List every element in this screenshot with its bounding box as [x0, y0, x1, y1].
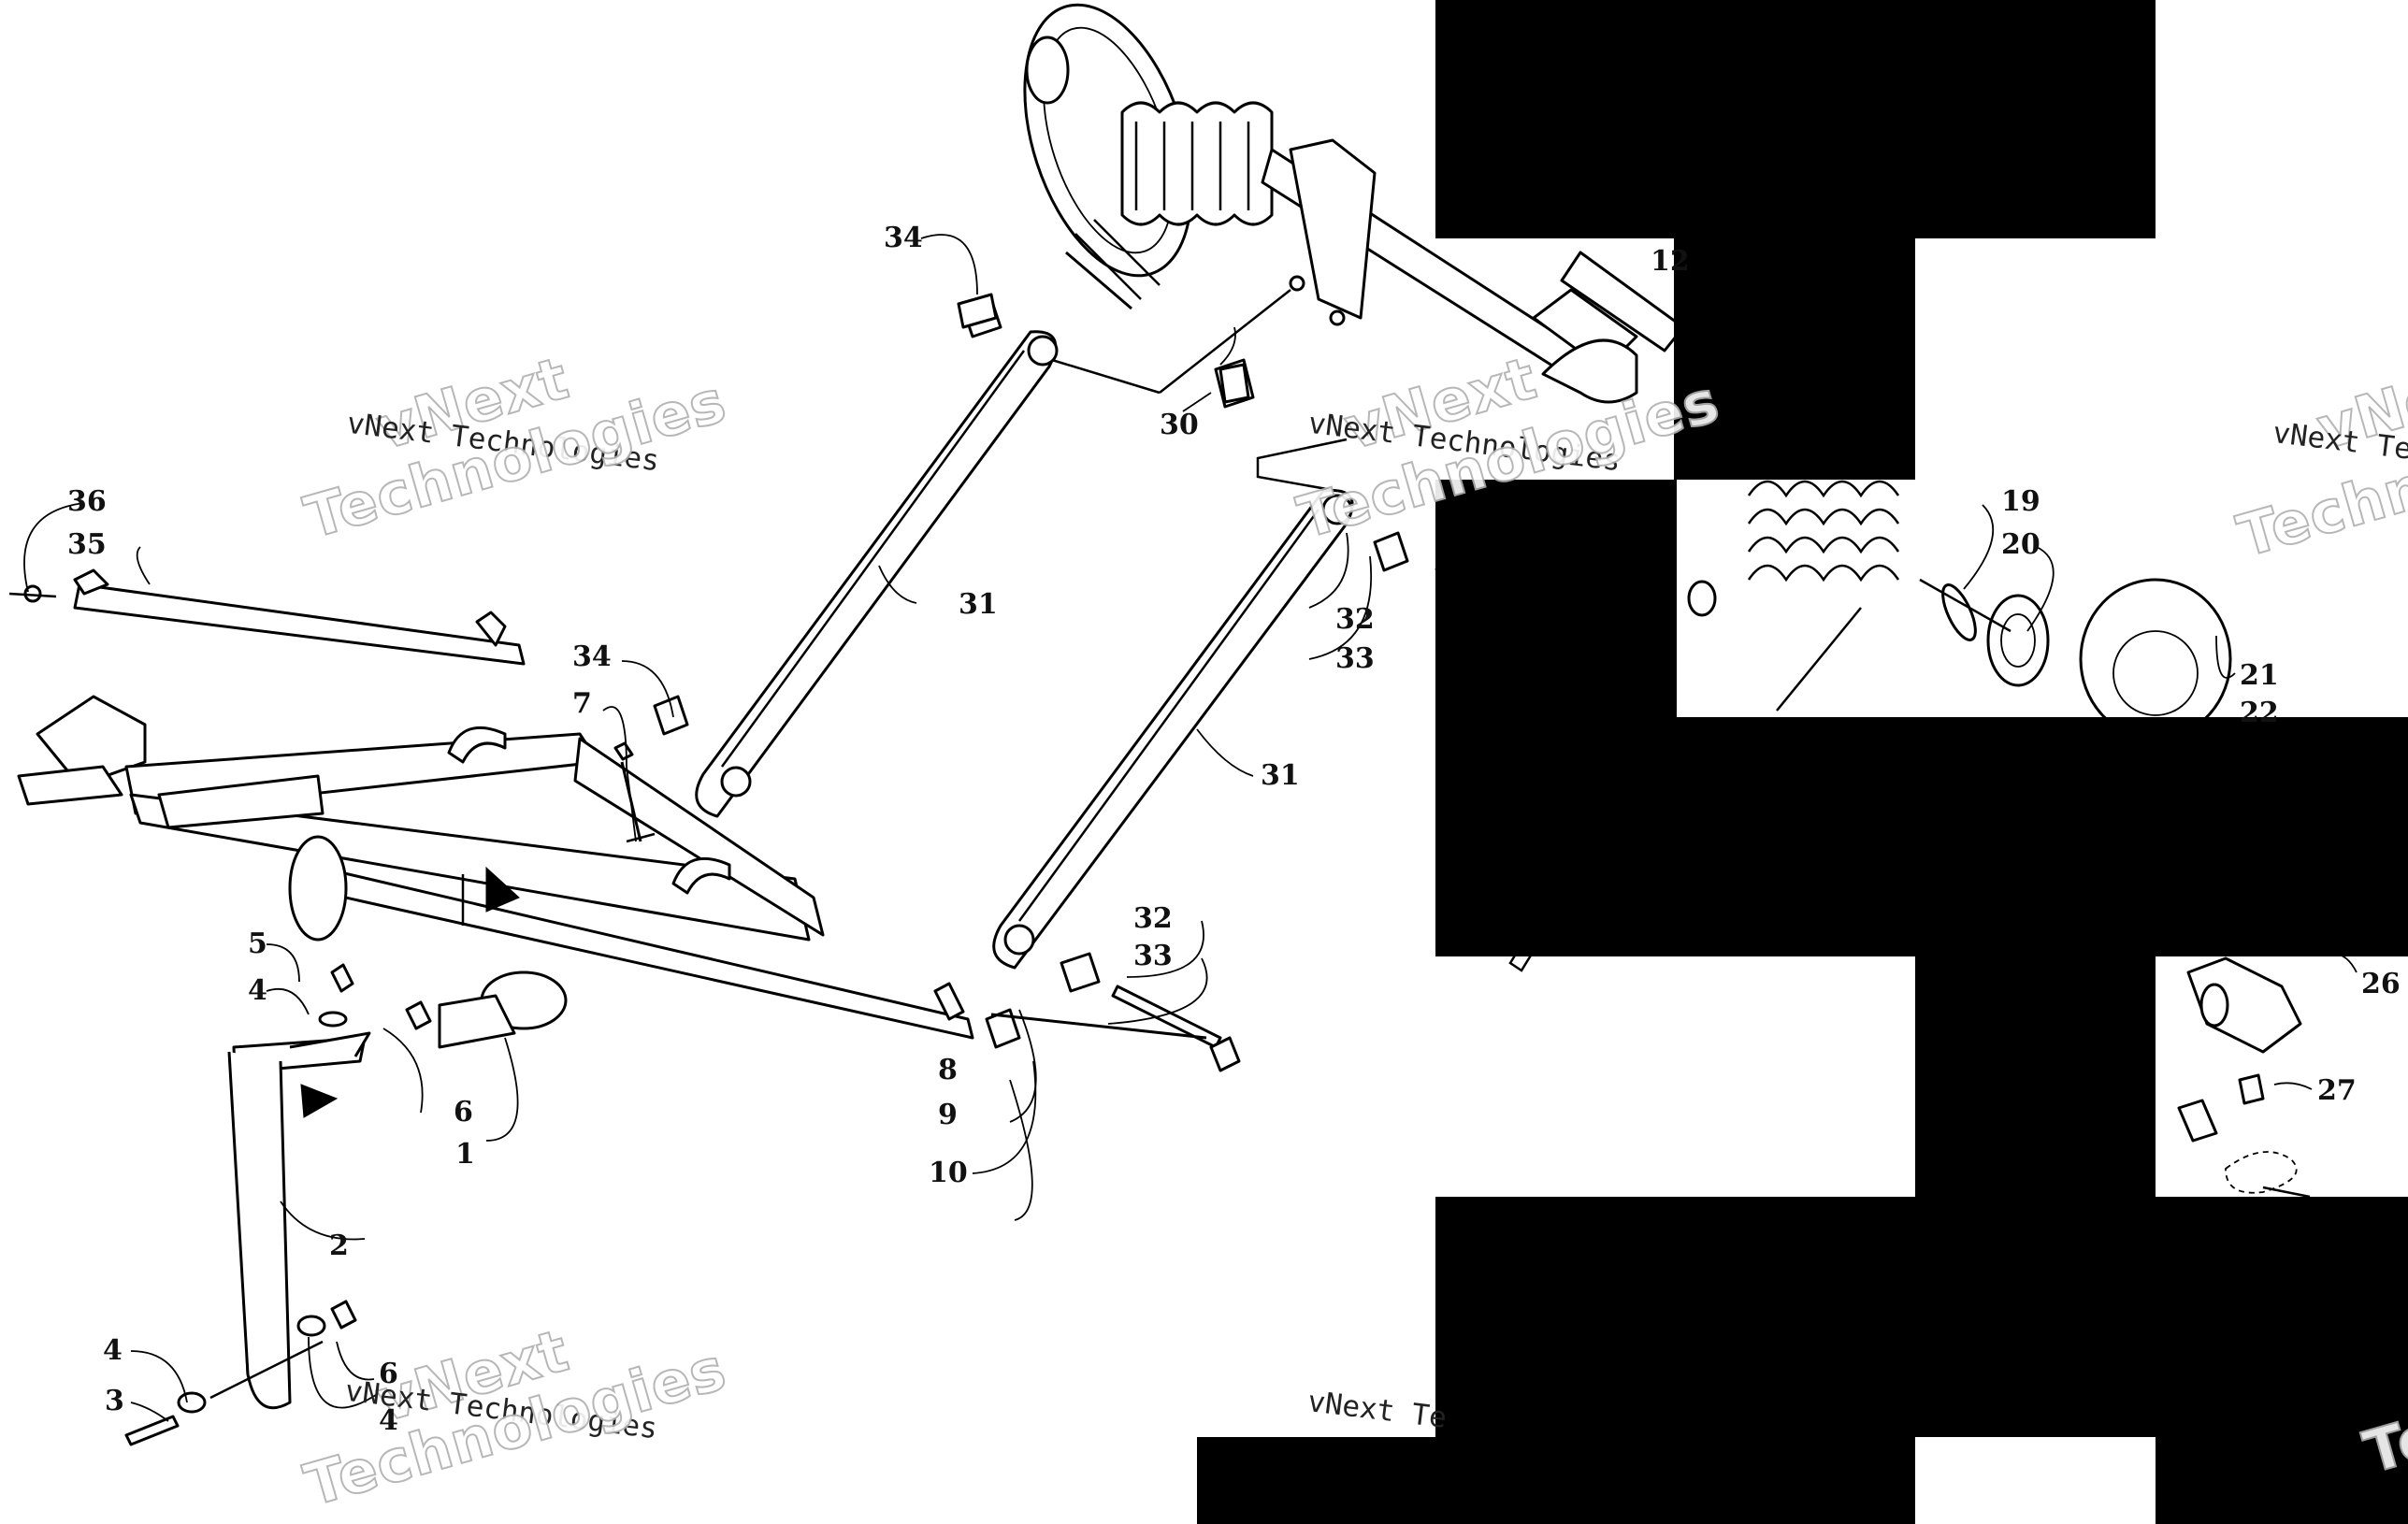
front-suspension-frame [17, 695, 974, 1049]
callout-21: 21 [2240, 659, 2279, 692]
torque-arm-lower [992, 438, 1354, 970]
callout-27: 27 [2317, 1074, 2357, 1107]
callout-34: 34 [572, 640, 612, 673]
callout-6: 6 [454, 1096, 473, 1129]
callout-2: 2 [329, 1229, 349, 1262]
callout-8: 8 [938, 1054, 958, 1086]
redaction-block [1197, 1437, 1915, 1524]
callout-35: 35 [67, 528, 107, 561]
leader-lines [23, 234, 2358, 1422]
callout-1: 1 [455, 1138, 475, 1171]
callout-33: 33 [1335, 642, 1375, 675]
callout-9: 9 [938, 1099, 958, 1131]
rear-axle-assembly [1023, 3, 1685, 409]
callout-32: 32 [1133, 902, 1173, 935]
callout-3: 3 [105, 1385, 124, 1417]
callout-4: 4 [103, 1334, 123, 1367]
support-bracket [124, 1031, 371, 1446]
callout-5: 5 [248, 927, 267, 960]
callout-20: 20 [2001, 528, 2040, 561]
callout-6: 6 [379, 1358, 398, 1390]
callout-26: 26 [2361, 968, 2401, 1000]
callout-4: 4 [248, 974, 267, 1007]
callout-19: 19 [2001, 485, 2040, 518]
callout-10: 10 [929, 1157, 968, 1189]
callout-30: 30 [1160, 409, 1199, 441]
idler-bracket [2177, 956, 2311, 1199]
callout-31: 31 [1261, 759, 1300, 792]
redaction-block [1435, 1197, 2408, 1437]
redaction-block [1435, 0, 2156, 238]
redaction-block [1915, 956, 2156, 1197]
callout-31: 31 [959, 588, 998, 621]
front-arm-rod [8, 568, 526, 666]
callout-22: 22 [2240, 697, 2279, 729]
torque-arm-upper [695, 289, 1291, 818]
callout-7: 7 [572, 687, 592, 720]
redaction-block [1674, 717, 2408, 956]
marker-arrow-1 [485, 866, 520, 913]
callout-34: 34 [884, 222, 923, 254]
callout-4: 4 [379, 1404, 398, 1437]
torsion-spring [1508, 480, 2232, 972]
redaction-block [2156, 1437, 2408, 1524]
callout-36: 36 [67, 485, 107, 518]
hardware-front [318, 963, 1207, 1049]
callout-12: 12 [1651, 245, 1690, 278]
callout-33: 33 [1133, 940, 1173, 972]
redaction-block [1674, 238, 1915, 480]
marker-arrow-2 [300, 1084, 339, 1118]
hardware-top [613, 293, 1446, 1072]
callout-32: 32 [1335, 603, 1375, 636]
redaction-block [1435, 480, 1677, 956]
